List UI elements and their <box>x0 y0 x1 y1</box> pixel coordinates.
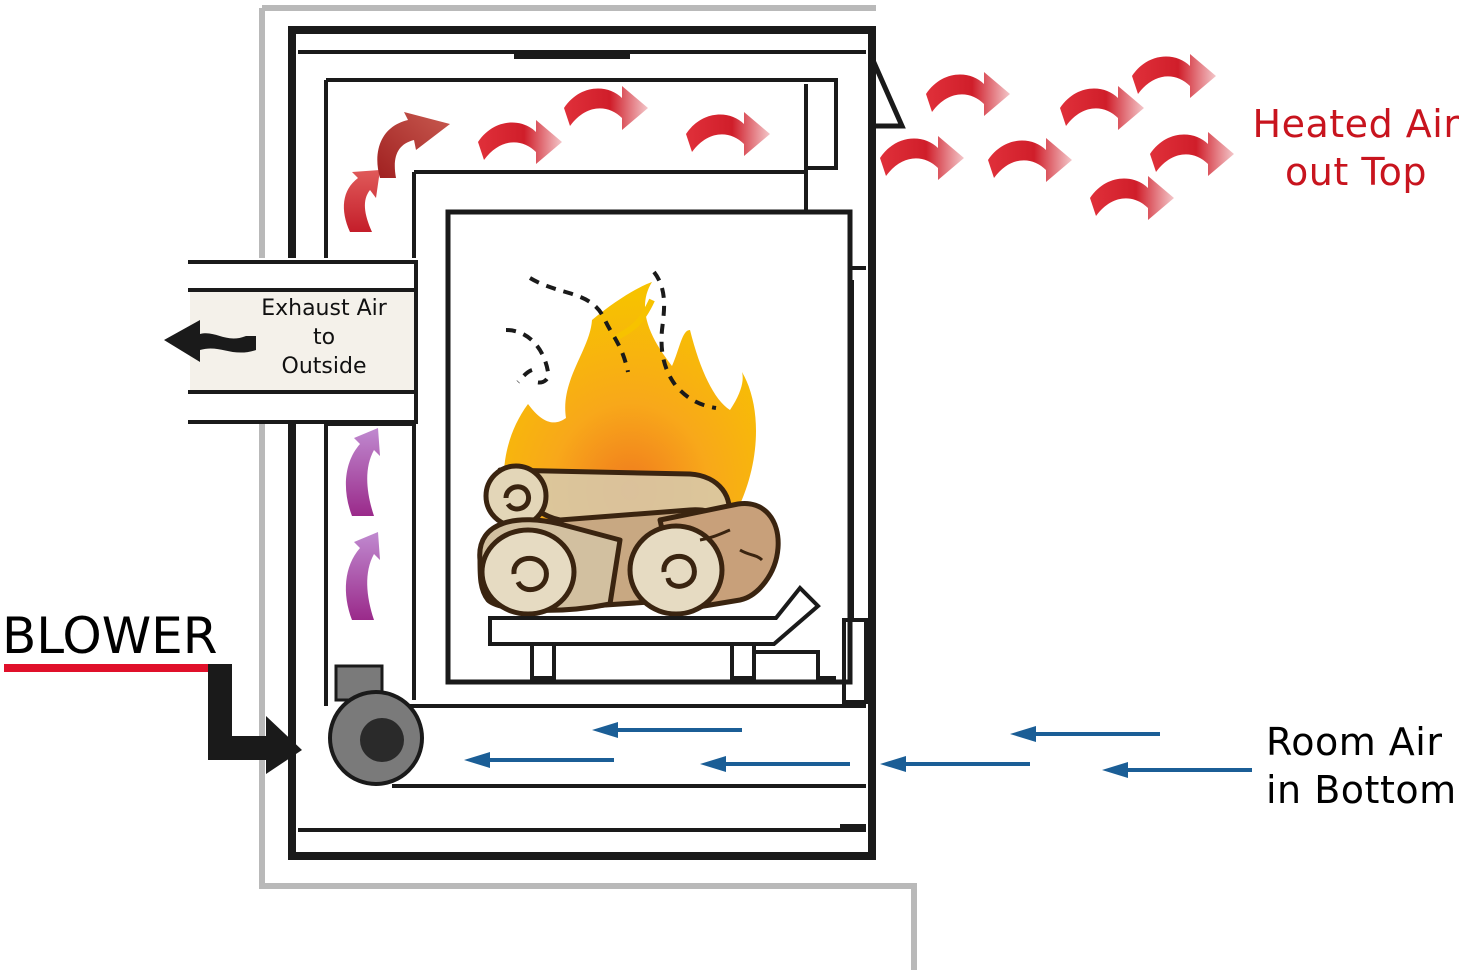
exhaust-air-label-line3: Outside <box>281 354 367 379</box>
exhaust-pipe <box>164 258 418 424</box>
blower-pointer <box>4 664 302 774</box>
room-air-arrow-icon <box>592 722 742 738</box>
heated-air-arrow-icon <box>880 136 964 180</box>
room-air-label: Room Air in Bottom <box>1266 718 1470 814</box>
log-grate <box>488 585 836 680</box>
heated-air-label-line1: Heated Air <box>1252 102 1460 146</box>
wall-outline <box>259 8 917 970</box>
heated-air-arrow-icon <box>1090 176 1174 220</box>
room-air-label-line1: Room Air <box>1266 720 1443 764</box>
heated-air-arrow-icon <box>343 170 380 232</box>
heated-air-arrow-icon <box>926 72 1010 116</box>
heated-air-arrow-icon <box>564 86 648 130</box>
blower-fan-icon <box>328 664 424 786</box>
heated-air-arrow-icon <box>1150 132 1234 176</box>
log-icon <box>477 463 781 617</box>
blower-label: BLOWER <box>2 607 218 665</box>
room-air-arrow-icon <box>880 756 1030 772</box>
room-air-arrow-icon <box>1010 726 1160 742</box>
cool-air-arrow-icon <box>345 532 380 620</box>
room-air-arrows <box>464 722 1252 778</box>
room-air-arrow-icon <box>464 752 614 768</box>
heated-air-label-line2: out Top <box>1285 150 1427 194</box>
room-air-arrow-icon <box>700 756 850 772</box>
heated-air-arrow-icon <box>988 138 1072 182</box>
heated-air-arrow-icon <box>1060 86 1144 130</box>
exhaust-arrow-icon <box>164 320 256 362</box>
cool-air-arrow-icon <box>345 428 380 516</box>
heated-air-label: Heated Air out Top <box>1244 100 1468 196</box>
exhaust-air-label-line1: Exhaust Air <box>261 296 387 321</box>
heated-air-arrow-icon <box>377 112 450 178</box>
exhaust-air-label-line2: to <box>312 325 336 350</box>
heated-air-arrow-icon <box>478 120 562 164</box>
smoke-lines <box>505 270 717 410</box>
heated-air-arrow-icon <box>686 112 770 156</box>
heated-air-arrow-icon <box>1132 54 1216 98</box>
room-air-label-line2: in Bottom <box>1266 768 1457 812</box>
exhaust-air-label: Exhaust Air to Outside <box>232 294 416 381</box>
room-air-arrow-icon <box>1102 762 1252 778</box>
